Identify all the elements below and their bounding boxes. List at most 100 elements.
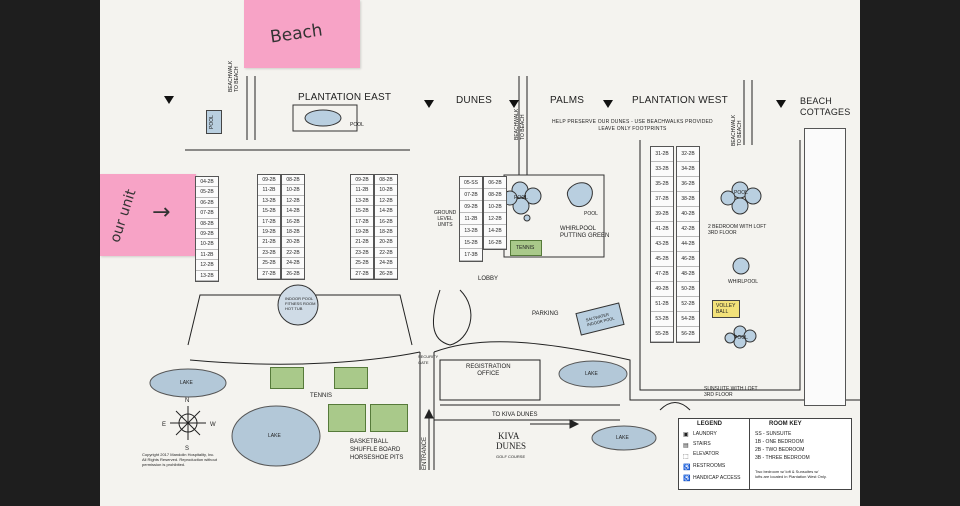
unit-cell[interactable]: 48-2B	[677, 267, 699, 282]
unit-cell[interactable]: 38-2B	[677, 192, 699, 207]
unit-cell[interactable]: 55-2B	[651, 327, 673, 342]
unit-cell[interactable]: 27-2B	[351, 269, 373, 279]
unit-cell[interactable]: 25-2B	[258, 258, 280, 269]
unit-cell[interactable]: 06-2B	[484, 177, 506, 189]
unit-cell[interactable]: 40-2B	[677, 207, 699, 222]
unit-cell[interactable]: 14-2B	[484, 225, 506, 237]
unit-cell[interactable]: 35-2B	[651, 177, 673, 192]
unit-cell[interactable]: 05-SS	[460, 177, 482, 189]
unit-cell[interactable]: 22-2B	[282, 248, 304, 259]
unit-cell[interactable]: 13-2B	[258, 196, 280, 207]
unit-cell[interactable]: 22-2B	[375, 248, 397, 259]
unit-cell[interactable]: 42-2B	[677, 222, 699, 237]
room-key-item-2b: 2B - TWO BEDROOM	[755, 447, 805, 453]
unit-cell[interactable]: 04-2B	[196, 177, 218, 188]
unit-cell[interactable]: 21-2B	[351, 237, 373, 248]
unit-cell[interactable]: 52-2B	[677, 297, 699, 312]
unit-cell[interactable]: 16-2B	[375, 217, 397, 227]
west-whirlpool-label: WHIRLPOOL	[728, 279, 759, 285]
unit-cell[interactable]: 12-2B	[484, 213, 506, 225]
unit-cell[interactable]: 14-2B	[282, 206, 304, 217]
unit-cell[interactable]: 26-2B	[375, 269, 397, 279]
unit-cell[interactable]: 12-2B	[196, 260, 218, 271]
unit-cell[interactable]: 32-2B	[677, 147, 699, 162]
unit-cell[interactable]: 19-2B	[351, 227, 373, 238]
unit-cell[interactable]: 51-2B	[651, 297, 673, 312]
unit-cell[interactable]: 08-2B	[484, 189, 506, 201]
unit-cell[interactable]: 26-2B	[282, 269, 304, 279]
unit-cell[interactable]: 53-2B	[651, 312, 673, 327]
unit-cell[interactable]: 07-2B	[460, 189, 482, 201]
unit-cell[interactable]: 05-2B	[196, 187, 218, 198]
unit-cell[interactable]: 37-2B	[651, 192, 673, 207]
unit-cell[interactable]: 47-2B	[651, 267, 673, 282]
unit-cell[interactable]: 11-2B	[196, 250, 218, 261]
unit-cell[interactable]: 25-2B	[351, 258, 373, 269]
unit-cell[interactable]: 23-2B	[351, 248, 373, 259]
unit-cell[interactable]: 14-2B	[375, 206, 397, 217]
unit-cell[interactable]: 18-2B	[375, 227, 397, 238]
unit-cell[interactable]: 24-2B	[375, 258, 397, 269]
preserve-dunes-notice: HELP PRESERVE OUR DUNES - USE BEACHWALKS…	[552, 119, 713, 132]
sunsuite-loft-note: SUNSUITE WITH LOFT 3RD FLOOR	[704, 386, 758, 398]
unit-cell[interactable]: 21-2B	[258, 237, 280, 248]
unit-cell[interactable]: 10-2B	[375, 185, 397, 196]
unit-cell[interactable]: 20-2B	[282, 237, 304, 248]
unit-cell[interactable]: 08-2B	[282, 175, 304, 186]
unit-cell[interactable]: 46-2B	[677, 252, 699, 267]
unit-cell[interactable]: 49-2B	[651, 282, 673, 297]
unit-cell[interactable]: 13-2B	[196, 271, 218, 281]
unit-cell[interactable]: 13-2B	[460, 225, 482, 237]
legend-box: LEGEND LAUNDRY STAIRS ELEVATOR RESTROOMS…	[678, 418, 852, 490]
unit-cell[interactable]: 09-2B	[196, 229, 218, 240]
unit-cell[interactable]: 39-2B	[651, 207, 673, 222]
unit-cell[interactable]: 16-2B	[282, 217, 304, 227]
unit-cell[interactable]: 24-2B	[282, 258, 304, 269]
unit-cell[interactable]: 09-2B	[258, 175, 280, 186]
unit-cell[interactable]: 45-2B	[651, 252, 673, 267]
unit-cell[interactable]: 11-2B	[460, 213, 482, 225]
unit-cell[interactable]: 23-2B	[258, 248, 280, 259]
unit-cell[interactable]: 43-2B	[651, 237, 673, 252]
unit-cell[interactable]: 36-2B	[677, 177, 699, 192]
unit-cell[interactable]: 10-2B	[484, 201, 506, 213]
unit-cell[interactable]: 08-2B	[196, 219, 218, 229]
east-small-pool: POOL	[206, 110, 222, 134]
unit-cell[interactable]: 17-3B	[460, 249, 482, 261]
unit-cell[interactable]: 54-2B	[677, 312, 699, 327]
unit-cell[interactable]: 15-2B	[351, 206, 373, 217]
unit-cell[interactable]: 17-2B	[351, 217, 373, 227]
unit-cell[interactable]: 07-2B	[196, 208, 218, 219]
unit-cell[interactable]: 15-2B	[258, 206, 280, 217]
unit-cell[interactable]: 50-2B	[677, 282, 699, 297]
unit-cell[interactable]: 31-2B	[651, 147, 673, 162]
legend-item-restrooms: RESTROOMS	[693, 463, 726, 469]
unit-cell[interactable]: 41-2B	[651, 222, 673, 237]
unit-cell[interactable]: 27-2B	[258, 269, 280, 279]
unit-cell[interactable]: 09-2B	[351, 175, 373, 186]
unit-cell[interactable]: 56-2B	[677, 327, 699, 342]
svg-text:E: E	[162, 422, 166, 428]
east-pool-label: POOL	[350, 122, 364, 128]
unit-cell[interactable]: 15-2B	[460, 237, 482, 249]
unit-cell[interactable]: 13-2B	[351, 196, 373, 207]
unit-cell[interactable]: 16-2B	[484, 237, 506, 249]
unit-cell[interactable]: 08-2B	[375, 175, 397, 186]
unit-cell[interactable]: 10-2B	[196, 239, 218, 250]
unit-cell[interactable]: 17-2B	[258, 217, 280, 227]
dunes-label: DUNES	[456, 95, 493, 106]
unit-cell[interactable]: 44-2B	[677, 237, 699, 252]
unit-cell[interactable]: 12-2B	[282, 196, 304, 207]
unit-cell[interactable]: 11-2B	[351, 185, 373, 196]
unit-cell[interactable]: 12-2B	[375, 196, 397, 207]
unit-cell[interactable]: 11-2B	[258, 185, 280, 196]
unit-cell[interactable]: 34-2B	[677, 162, 699, 177]
unit-cell[interactable]: 20-2B	[375, 237, 397, 248]
unit-cell[interactable]: 33-2B	[651, 162, 673, 177]
unit-cell[interactable]: 09-2B	[460, 201, 482, 213]
unit-cell[interactable]: 19-2B	[258, 227, 280, 238]
unit-cell[interactable]: 06-2B	[196, 198, 218, 209]
unit-cell[interactable]: 10-2B	[282, 185, 304, 196]
unit-cell[interactable]: 18-2B	[282, 227, 304, 238]
